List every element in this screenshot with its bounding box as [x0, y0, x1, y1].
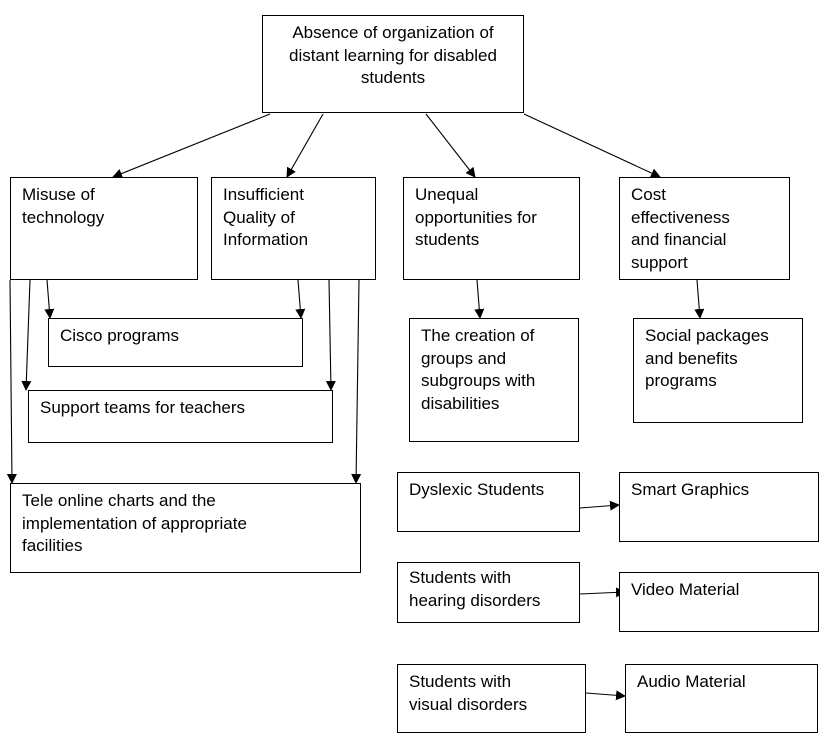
node-cost-label: Cost effectiveness and financial support — [631, 185, 730, 272]
node-support-label: Support teams for teachers — [40, 398, 246, 417]
node-unequal: Unequal opportunities for students — [403, 177, 580, 280]
node-social-label: Social packages and benefits programs — [645, 326, 769, 390]
edge-unequal-to-creation — [474, 279, 485, 319]
node-misuse-label: Misuse of technology — [22, 185, 105, 227]
node-visual-label: Students with visual disorders — [409, 672, 528, 714]
node-root-label: Absence of organization of distant learn… — [289, 23, 497, 87]
node-insufficient: Insufficient Quality of Information — [211, 177, 376, 280]
edge-root-to-cost — [523, 113, 661, 178]
node-creation-label: The creation of groups and subgroups wit… — [421, 326, 536, 413]
edge-insufficient-to-cisco — [295, 279, 306, 319]
edge-misuse-to-cisco — [44, 279, 55, 319]
node-cisco-label: Cisco programs — [60, 326, 180, 345]
node-social: Social packages and benefits programs — [633, 318, 803, 423]
node-tele-label: Tele online charts and the implementatio… — [22, 491, 247, 555]
node-visual: Students with visual disorders — [397, 664, 586, 733]
edge-misuse-to-support — [21, 279, 32, 391]
edge-root-to-misuse — [112, 113, 271, 179]
edge-visual-to-audio — [585, 690, 626, 701]
node-smart: Smart Graphics — [619, 472, 819, 542]
node-cost: Cost effectiveness and financial support — [619, 177, 790, 280]
node-misuse: Misuse of technology — [10, 177, 198, 280]
node-dyslexic: Dyslexic Students — [397, 472, 580, 532]
node-cisco: Cisco programs — [48, 318, 303, 367]
edge-cost-to-social — [694, 279, 705, 319]
node-dyslexic-label: Dyslexic Students — [409, 480, 545, 499]
edge-insufficient-to-support — [325, 279, 336, 391]
edge-insufficient-to-tele — [351, 279, 362, 484]
node-unequal-label: Unequal opportunities for students — [415, 185, 537, 249]
node-root: Absence of organization of distant learn… — [262, 15, 524, 113]
edge-root-to-unequal — [425, 113, 476, 178]
edge-misuse-to-tele — [6, 279, 17, 484]
node-creation: The creation of groups and subgroups wit… — [409, 318, 579, 442]
node-smart-label: Smart Graphics — [631, 480, 750, 499]
node-tele: Tele online charts and the implementatio… — [10, 483, 361, 573]
node-audio-label: Audio Material — [637, 672, 746, 691]
edge-root-to-insufficient — [286, 113, 324, 178]
edge-dyslexic-to-smart — [579, 500, 620, 511]
node-video: Video Material — [619, 572, 819, 632]
node-hearing: Students with hearing disorders — [397, 562, 580, 623]
node-audio: Audio Material — [625, 664, 818, 733]
node-hearing-label: Students with hearing disorders — [409, 568, 541, 610]
node-insufficient-label: Insufficient Quality of Information — [223, 185, 309, 249]
node-video-label: Video Material — [631, 580, 740, 599]
node-support: Support teams for teachers — [28, 390, 333, 443]
